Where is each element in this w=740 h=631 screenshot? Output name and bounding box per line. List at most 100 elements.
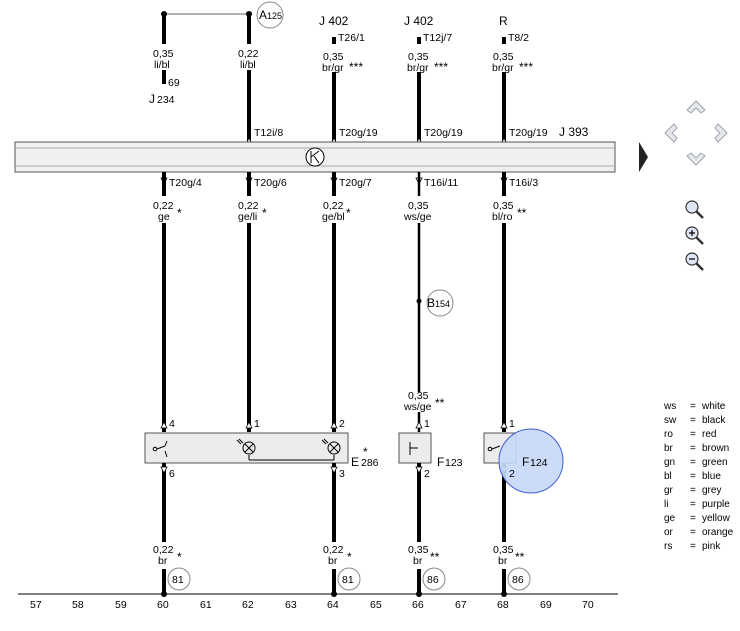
component-j234[interactable]: J 234 (149, 92, 175, 106)
component-e286-box[interactable] (144, 432, 349, 464)
wire-3-mid-connector: T20g/7 (339, 177, 372, 189)
scale-label: 65 (370, 599, 382, 611)
legend-eq: = (690, 401, 696, 412)
wire-4-connector: T20g/19 (424, 127, 463, 139)
legend-abbr: bl (664, 471, 672, 482)
legend-name: green (702, 457, 728, 468)
scale-label: 61 (200, 599, 212, 611)
legend-abbr: gr (664, 485, 673, 496)
zoom-out-icon[interactable] (685, 252, 704, 271)
ground-point-81[interactable]: 81 (167, 567, 191, 591)
legend-name: white (702, 401, 726, 412)
legend-abbr: sw (664, 415, 677, 426)
chevron-down-icon[interactable] (686, 152, 706, 166)
wire-4-size: 0,35 (408, 51, 429, 63)
wire-5-mid-color: bl/ro (492, 211, 513, 223)
ground-point-81[interactable]: 81 (337, 567, 361, 591)
legend-row: rs=pink (664, 540, 733, 554)
chevron-right-icon[interactable] (714, 123, 728, 143)
legend-eq: = (690, 541, 696, 552)
lamp-icon (236, 438, 256, 455)
bus-label-j393[interactable]: J 393 (559, 125, 589, 139)
scale-label: 67 (455, 599, 467, 611)
legend-row: ws=white (664, 400, 733, 414)
position-scale: 57 58 59 60 61 62 63 64 65 66 67 68 69 7… (30, 599, 594, 611)
legend-abbr: gn (664, 457, 676, 468)
svg-text:B: B (427, 296, 435, 310)
svg-text:E: E (351, 455, 359, 469)
svg-text:J: J (149, 92, 155, 106)
wire-2-mid-color: ge/li (238, 211, 257, 223)
chevron-up-icon[interactable] (686, 100, 706, 114)
lamp-icon (321, 438, 341, 455)
legend-row: sw=black (664, 414, 733, 428)
chevron-left-icon[interactable] (664, 123, 678, 143)
legend-name: orange (702, 527, 734, 538)
component-a125[interactable]: A 125 (256, 1, 284, 29)
legend-row: ro=red (664, 428, 733, 442)
wire-1-color: li/bl (154, 59, 170, 71)
scale-label: 57 (30, 599, 42, 611)
legend-row: ge=yellow (664, 512, 733, 526)
wire-4-mid-color: ws/ge (403, 211, 432, 223)
svg-text:286: 286 (361, 457, 379, 469)
wire-1-size: 0,35 (153, 48, 174, 60)
magnifier-icon[interactable] (685, 200, 704, 219)
scale-label: 59 (115, 599, 127, 611)
wire-4-color: br/gr (407, 62, 429, 74)
wire-4-label[interactable]: J 402 (404, 14, 434, 28)
wire-1-mid-connector: T20g/4 (169, 177, 202, 189)
wire-5-size: 0,35 (493, 51, 514, 63)
wire-3-bottom-color: br (328, 555, 338, 567)
wire-1-bottom-size: 0,22 (153, 544, 174, 556)
wire-4-mid-size: 0,35 (408, 200, 429, 212)
legend-abbr: ge (664, 513, 676, 524)
legend-eq: = (690, 415, 696, 426)
component-f123-label[interactable]: F 123 (437, 455, 463, 469)
junction-dot (331, 591, 337, 597)
f124-highlight-marker[interactable] (498, 428, 564, 494)
f124-pin-1: 1 (509, 418, 515, 430)
component-e286-label[interactable]: E * 286 (351, 445, 379, 469)
wire-5-bottom-size: 0,35 (493, 544, 514, 556)
legend-eq: = (690, 527, 696, 538)
legend-eq: = (690, 457, 696, 468)
wire-4-bottom-star: ** (430, 550, 440, 564)
switch-icon (152, 440, 168, 458)
svg-text:86: 86 (512, 574, 524, 586)
ground-point-86[interactable]: 86 (422, 567, 446, 591)
legend-eq: = (690, 471, 696, 482)
wire-3-bottom-star: * (347, 550, 352, 564)
svg-text:154: 154 (435, 299, 450, 309)
wire-4-star: *** (434, 60, 448, 74)
e286-pin-2: 2 (339, 418, 345, 430)
wire-5-label[interactable]: R (499, 14, 508, 28)
wire-5-mid-size: 0,35 (493, 200, 514, 212)
ground-point-86[interactable]: 86 (507, 567, 531, 591)
scale-label: 62 (242, 599, 254, 611)
component-b154[interactable]: B 154 (426, 289, 454, 317)
svg-text:123: 123 (445, 457, 463, 469)
svg-text:81: 81 (172, 574, 184, 586)
legend-abbr: rs (664, 541, 673, 552)
wire-4-bottom-color: br (413, 555, 423, 567)
scale-label: 66 (412, 599, 424, 611)
svg-text:A: A (259, 8, 267, 22)
wire-3-label[interactable]: J 402 (319, 14, 349, 28)
zoom-in-icon[interactable] (685, 226, 704, 245)
wire-5-bottom-color: br (498, 555, 508, 567)
triangle-right-icon[interactable] (639, 142, 648, 172)
wire-2-mid-connector: T20g/6 (254, 177, 287, 189)
svg-text:F: F (437, 455, 444, 469)
wire-4-b154-star: ** (435, 396, 445, 410)
svg-text:81: 81 (342, 574, 354, 586)
wire-5-bottom-star: ** (515, 550, 525, 564)
wire-1-mid-star: * (177, 206, 182, 220)
scale-label: 63 (285, 599, 297, 611)
e286-pin-6: 6 (169, 468, 175, 480)
wire-2-mid-star: * (262, 206, 267, 220)
legend-name: yellow (702, 513, 730, 524)
color-legend: ws=white sw=black ro=red br=brown gn=gre… (664, 400, 733, 554)
svg-text:*: * (363, 445, 368, 459)
component-f124-label[interactable]: F 124 (522, 455, 548, 469)
